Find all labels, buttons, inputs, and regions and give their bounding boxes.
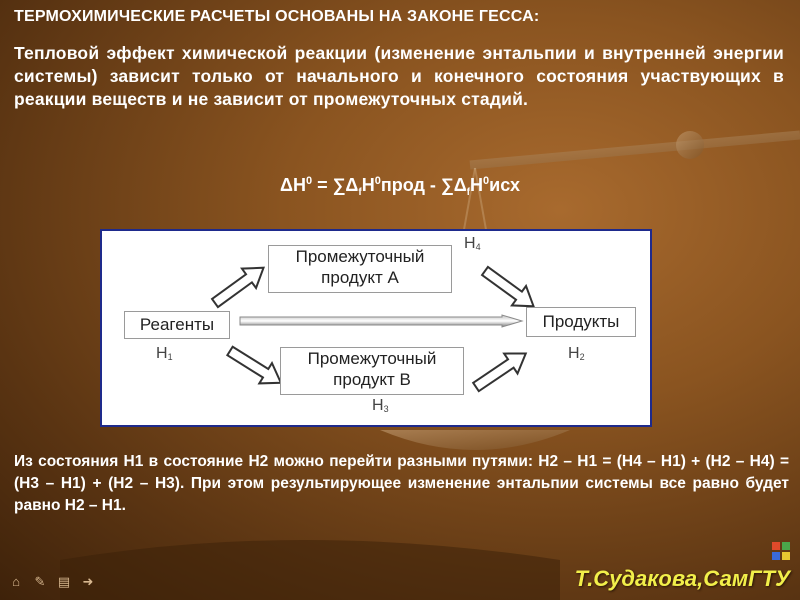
paths-explanation: Из состояния Н1 в состояние Н2 можно пер… <box>14 453 789 514</box>
formula-isx: исх <box>489 175 520 195</box>
h4-letter: H <box>464 235 476 252</box>
h1-letter: H <box>156 345 168 362</box>
next-arrow-icon[interactable]: ➜ <box>82 574 94 589</box>
products-label: Продукты <box>542 312 620 331</box>
direct-path-arrow <box>239 314 524 328</box>
intermediate-b-line1: Промежуточный <box>307 349 437 368</box>
pen-icon[interactable]: ✎ <box>34 574 46 589</box>
hess-law-statement: Тепловой эффект химической реакции (изме… <box>14 43 784 109</box>
diagram-arrows <box>210 265 535 393</box>
formula-sup-0: 0 <box>305 175 313 187</box>
h4-label: H4 <box>464 235 481 253</box>
intermediate-b-line2: продукт В <box>333 370 411 389</box>
home-icon[interactable]: ⌂ <box>12 574 20 589</box>
formula-eq: = ∑Δ <box>312 175 359 195</box>
slide-navigation: ⌂ ✎ ▤ ➜ <box>8 574 96 590</box>
h3-label: H3 <box>372 397 389 415</box>
h3-letter: H <box>372 397 384 414</box>
arrow-reagents-to-b <box>225 345 283 385</box>
enthalpy-formula: ΔH0 = ∑ΔfH0прод - ∑ΔfH0исх <box>0 175 800 198</box>
intermediate-b-box: Промежуточный продукт В <box>280 347 464 395</box>
formula-prod: прод - ∑Δ <box>380 175 467 195</box>
products-box: Продукты <box>526 307 636 337</box>
reagents-label: Реагенты <box>139 315 215 334</box>
menu-icon[interactable]: ▤ <box>57 574 71 589</box>
formula-sub-f-b: f <box>466 187 470 198</box>
formula-h: H <box>361 175 375 195</box>
h3-index: 3 <box>383 404 389 414</box>
h2-index: 2 <box>579 352 585 362</box>
reagents-box: Реагенты <box>124 311 230 339</box>
formula-sup-0b: 0 <box>374 175 381 187</box>
formula-sub-f: f <box>358 187 362 198</box>
h2-label: H2 <box>568 345 585 363</box>
h1-label: H1 <box>156 345 173 363</box>
h4-index: 4 <box>475 242 481 252</box>
formula-h-b: H <box>470 175 483 195</box>
author-credit: Т.Судакова,СамГТУ <box>574 566 790 591</box>
logo-icon <box>772 542 790 560</box>
formula-sup-0c: 0 <box>483 175 490 187</box>
hess-path-diagram: Реагенты Продукты Промежуточный продукт … <box>100 229 652 427</box>
arrow-b-to-products <box>471 352 528 393</box>
intermediate-a-box: Промежуточный продукт А <box>268 245 452 293</box>
intermediate-a-line1: Промежуточный <box>295 247 425 266</box>
h2-letter: H <box>568 345 580 362</box>
h1-index: 1 <box>167 352 173 362</box>
intermediate-a-line2: продукт А <box>321 268 399 287</box>
formula-lhs: ΔH <box>280 175 306 195</box>
arrow-a-to-products <box>480 265 535 308</box>
arrow-reagents-to-a <box>210 266 265 309</box>
slide-title: ТЕРМОХИМИЧЕСКИЕ РАСЧЕТЫ ОСНОВАНЫ НА ЗАКО… <box>14 8 540 25</box>
